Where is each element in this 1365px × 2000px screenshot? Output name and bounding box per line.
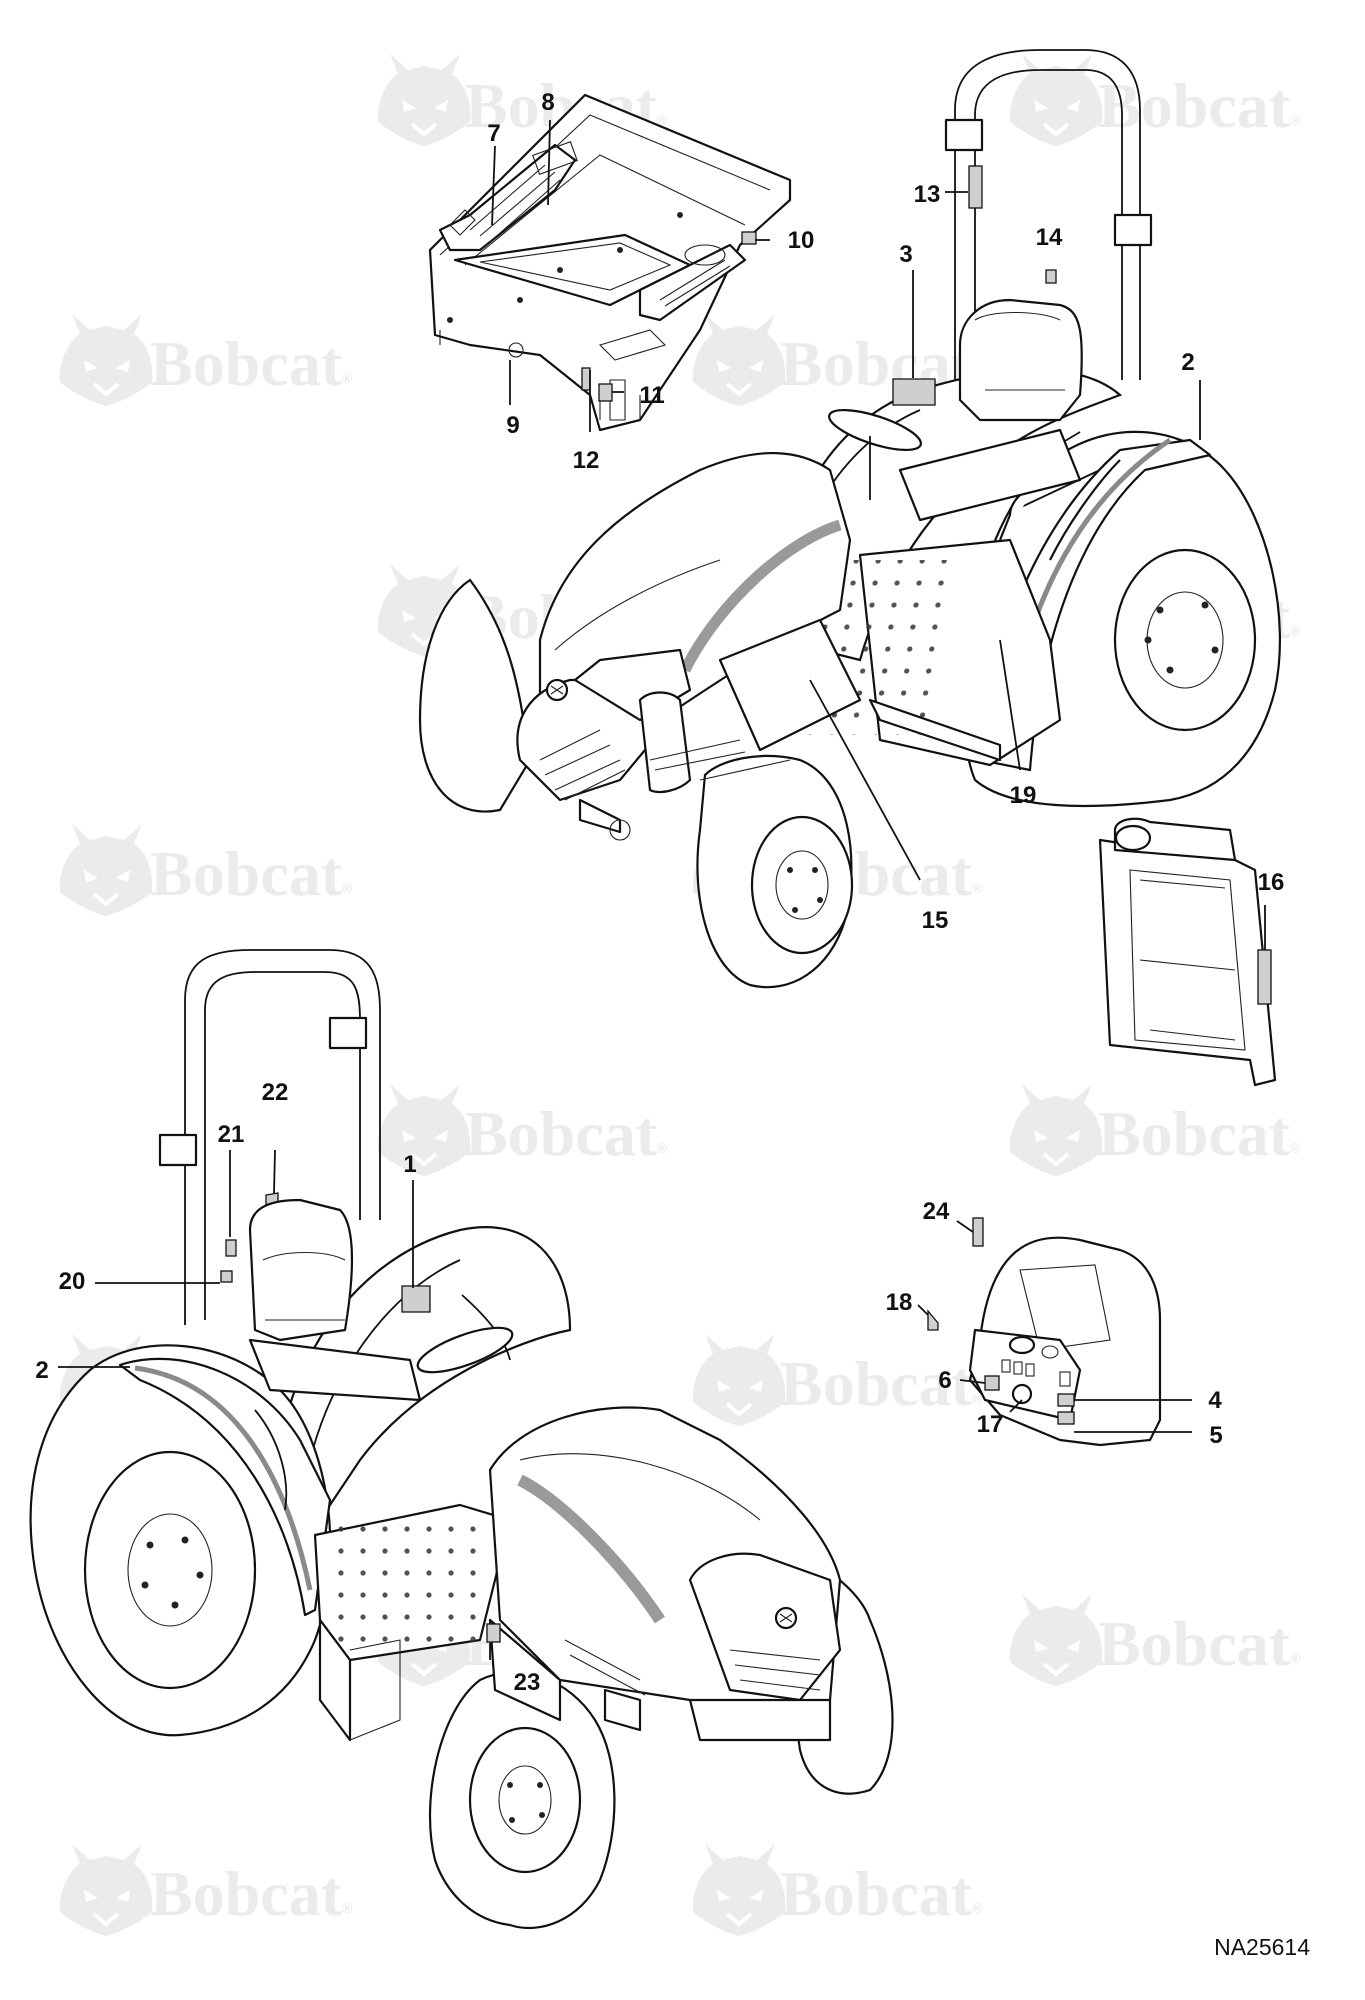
dash-panel-drawing — [927, 1217, 1162, 1447]
callout-5: 5 — [1209, 1422, 1222, 1449]
callout-15: 15 — [922, 907, 949, 934]
watermark-text: Bobcat® — [780, 1348, 983, 1419]
callout-14: 14 — [1036, 224, 1063, 251]
fender-deck-drawing — [428, 93, 792, 432]
callout-7: 7 — [487, 120, 500, 147]
tractor-bottom-drawing — [29, 949, 894, 1930]
callout-17: 17 — [977, 1411, 1004, 1438]
callout-24: 24 — [923, 1198, 950, 1225]
leader-lines — [58, 119, 1266, 1660]
watermark-text: Bobcat® — [150, 328, 353, 399]
drawing-code: NA25614 — [1214, 1934, 1310, 1960]
callout-10: 10 — [788, 227, 815, 254]
callout-12: 12 — [573, 447, 600, 474]
callout-2: 2 — [1181, 349, 1194, 376]
callout-18: 18 — [886, 1289, 913, 1316]
callout-2: 2 — [35, 1357, 48, 1384]
callout-6: 6 — [938, 1367, 951, 1394]
callout-19: 19 — [1010, 782, 1037, 809]
callout-16: 16 — [1258, 869, 1285, 896]
callout-4: 4 — [1208, 1387, 1222, 1414]
watermark-text: Bobcat® — [1098, 1098, 1301, 1169]
watermark-text: Bobcat® — [150, 1858, 353, 1929]
watermark-text: Bobcat® — [465, 1098, 668, 1169]
tractor-top-drawing — [418, 49, 1281, 989]
callout-1: 1 — [403, 1151, 416, 1178]
bobcat-watermark: Bobcat® Bobcat® Bobcat® Bobcat® Bobcat® … — [57, 52, 1301, 1938]
watermark-text: Bobcat® — [780, 1858, 983, 1929]
callout-8: 8 — [541, 89, 554, 116]
callout-labels: 1 2 2 3 4 5 6 7 8 9 10 11 12 13 14 15 16… — [35, 89, 1284, 1696]
callout-21: 21 — [218, 1121, 245, 1148]
callout-13: 13 — [914, 181, 941, 208]
callout-11: 11 — [639, 382, 664, 409]
callout-20: 20 — [59, 1268, 86, 1295]
watermark-text: Bobcat® — [1098, 1608, 1301, 1679]
watermark-text: Bobcat® — [1098, 70, 1301, 141]
callout-23: 23 — [514, 1669, 541, 1696]
watermark-text: Bobcat® — [150, 838, 353, 909]
callout-3: 3 — [899, 241, 912, 268]
callout-9: 9 — [506, 412, 519, 439]
radiator-shroud-drawing — [1098, 817, 1277, 1087]
callout-22: 22 — [262, 1079, 289, 1106]
